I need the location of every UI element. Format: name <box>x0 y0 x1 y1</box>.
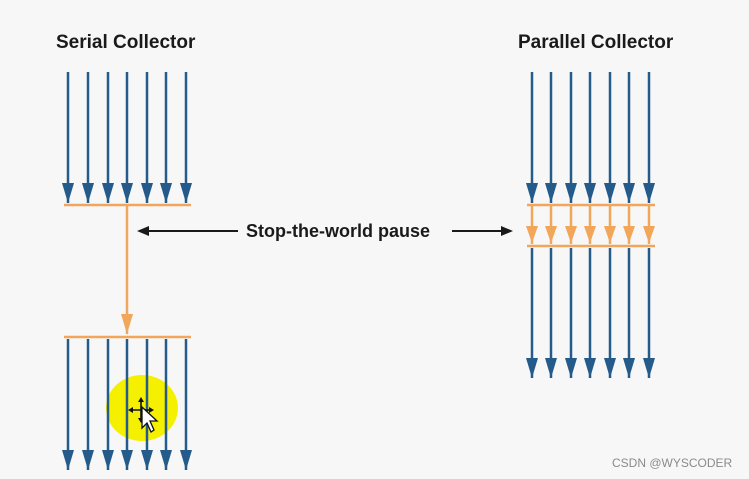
parallel-app-threads-top <box>526 72 655 203</box>
parallel-gc-arrowhead-6 <box>623 226 635 243</box>
parallel-arrowhead-3-bottom <box>565 358 577 378</box>
parallel-gc-arrowhead-7 <box>643 226 655 243</box>
serial-arrowhead-1-top <box>62 183 74 203</box>
pause-arrowhead-left <box>137 226 149 236</box>
parallel-arrowhead-5-bottom <box>604 358 616 378</box>
serial-arrowhead-4-bottom <box>121 450 133 470</box>
serial-arrowhead-1-bottom <box>62 450 74 470</box>
parallel-gc-arrowhead-2 <box>545 226 557 243</box>
serial-arrowhead-7-bottom <box>180 450 192 470</box>
parallel-arrowhead-2-bottom <box>545 358 557 378</box>
serial-arrowhead-3-bottom <box>102 450 114 470</box>
serial-arrowhead-4-top <box>121 183 133 203</box>
serial-arrowhead-3-top <box>102 183 114 203</box>
serial-collector-title: Serial Collector <box>56 32 196 53</box>
parallel-arrowhead-1-top <box>526 183 538 203</box>
parallel-arrowhead-6-bottom <box>623 358 635 378</box>
watermark: CSDN @WYSCODER <box>612 456 733 470</box>
serial-arrowhead-5-bottom <box>141 450 153 470</box>
parallel-gc-threads <box>526 203 655 248</box>
parallel-arrowhead-4-top <box>584 183 596 203</box>
parallel-arrowhead-1-bottom <box>526 358 538 378</box>
move-cursor-icon <box>128 397 159 433</box>
parallel-arrowhead-3-top <box>565 183 577 203</box>
parallel-gc-arrowhead-1 <box>526 226 538 243</box>
parallel-collector-title: Parallel Collector <box>518 32 674 53</box>
pause-annotation: Stop-the-world pause <box>137 221 513 241</box>
serial-arrowhead-6-top <box>160 183 172 203</box>
parallel-app-threads-bottom <box>526 248 655 378</box>
serial-app-threads-bottom <box>62 339 192 470</box>
serial-arrowhead-6-bottom <box>160 450 172 470</box>
serial-arrowhead-7-top <box>180 183 192 203</box>
pause-label: Stop-the-world pause <box>246 221 430 241</box>
parallel-arrowhead-2-top <box>545 183 557 203</box>
serial-arrowhead-2-bottom <box>82 450 94 470</box>
parallel-gc-arrowhead-3 <box>565 226 577 243</box>
parallel-gc-arrowhead-4 <box>584 226 596 243</box>
parallel-arrowhead-7-top <box>643 183 655 203</box>
serial-arrowhead-5-top <box>141 183 153 203</box>
serial-gc-thread <box>64 203 191 339</box>
parallel-arrowhead-5-top <box>604 183 616 203</box>
parallel-gc-arrowhead-5 <box>604 226 616 243</box>
pause-arrowhead-right <box>501 226 513 236</box>
parallel-arrowhead-7-bottom <box>643 358 655 378</box>
serial-gc-arrowhead <box>121 314 133 334</box>
parallel-arrowhead-6-top <box>623 183 635 203</box>
parallel-arrowhead-4-bottom <box>584 358 596 378</box>
serial-arrowhead-2-top <box>82 183 94 203</box>
serial-app-threads-top <box>62 72 192 203</box>
